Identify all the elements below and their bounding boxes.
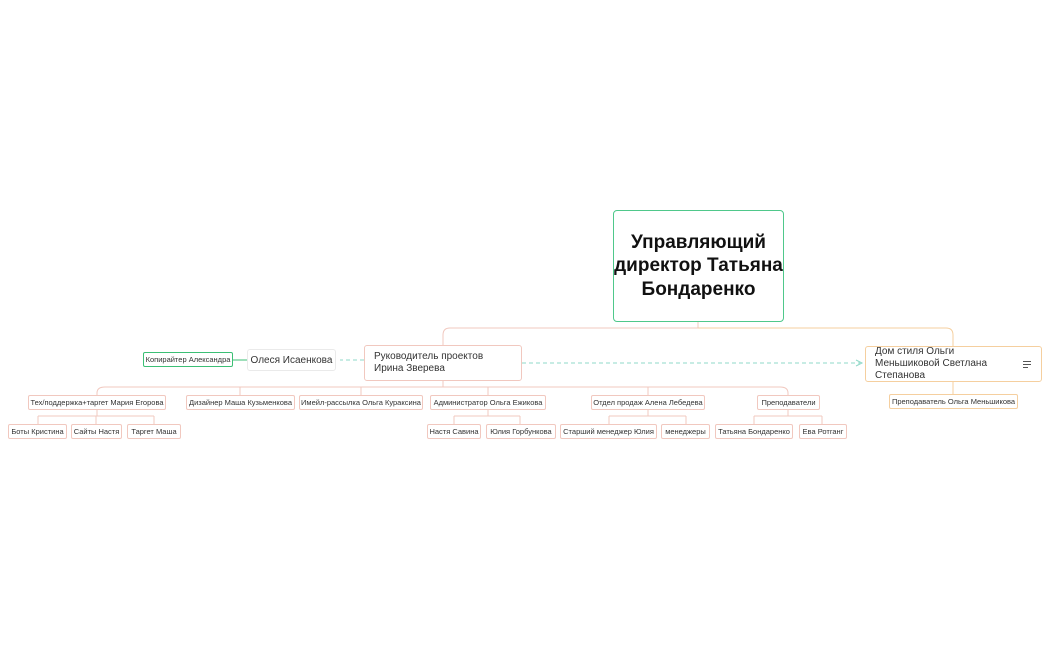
dept-teachers[interactable]: Преподаватели bbox=[757, 395, 820, 410]
dept-sales[interactable]: Отдел продаж Алена Лебедева bbox=[591, 395, 705, 410]
child-eva-rotgang[interactable]: Ева Ротганг bbox=[799, 424, 847, 439]
olesya-node[interactable]: Олеся Исаенкова bbox=[247, 349, 336, 371]
dept-tech-support[interactable]: Тех/поддержка+таргет Мария Егорова bbox=[28, 395, 166, 410]
child-yulia-gorbunkova[interactable]: Юлия Горбункова bbox=[486, 424, 556, 439]
dept-admin[interactable]: Администратор Ольга Ежикова bbox=[430, 395, 546, 410]
style-house-node[interactable]: Дом стиля Ольги Меньшиковой Светлана Сте… bbox=[865, 346, 1042, 382]
notes-icon[interactable] bbox=[1023, 361, 1031, 370]
dept-designer[interactable]: Дизайнер Маша Кузьменкова bbox=[186, 395, 295, 410]
child-sites[interactable]: Сайты Настя bbox=[71, 424, 122, 439]
child-tatyana-bondarenko[interactable]: Татьяна Бондаренко bbox=[715, 424, 793, 439]
child-senior-manager[interactable]: Старший менеджер Юлия bbox=[560, 424, 657, 439]
child-bots[interactable]: Боты Кристина bbox=[8, 424, 67, 439]
copywriter-node[interactable]: Копирайтер Александра bbox=[143, 352, 233, 367]
child-target[interactable]: Таргет Маша bbox=[127, 424, 181, 439]
dept-email[interactable]: Имейл-рассылка Ольга Кураксина bbox=[299, 395, 423, 410]
child-managers[interactable]: менеджеры bbox=[661, 424, 710, 439]
child-nastya-savina[interactable]: Настя Савина bbox=[427, 424, 481, 439]
project-manager-node[interactable]: Руководитель проектов Ирина Зверева bbox=[364, 345, 522, 381]
root-node[interactable]: Управляющий директор Татьяна Бондаренко bbox=[613, 210, 784, 322]
style-house-teacher-node[interactable]: Преподаватель Ольга Меньшикова bbox=[889, 394, 1018, 409]
